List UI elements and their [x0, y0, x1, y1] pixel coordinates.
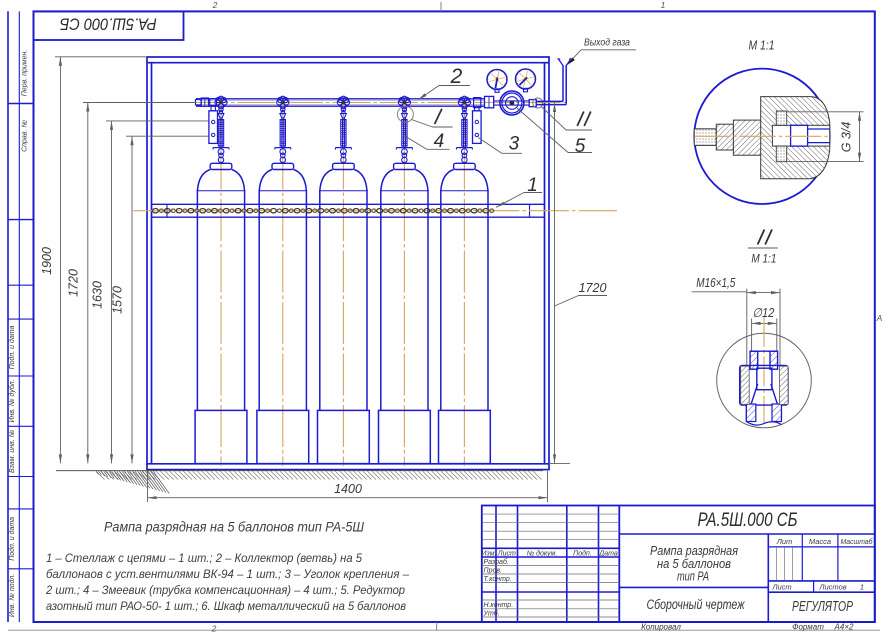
- svg-text:∅12: ∅12: [752, 306, 774, 320]
- svg-text:1630: 1630: [91, 281, 105, 309]
- svg-text:1 – Стеллаж с цепями – 1 шт.;: 1 – Стеллаж с цепями – 1 шт.; 2 – Коллек…: [46, 551, 362, 565]
- svg-text:1720: 1720: [67, 269, 81, 297]
- svg-text:№ докум.: № докум.: [527, 549, 558, 557]
- svg-text:5: 5: [575, 136, 586, 157]
- svg-text:РА.5Ш.000 СБ: РА.5Ш.000 СБ: [60, 15, 157, 34]
- svg-text:Масса: Масса: [809, 537, 831, 546]
- svg-text:1720: 1720: [579, 281, 607, 295]
- svg-text:М16×1,5: М16×1,5: [696, 276, 735, 290]
- svg-text:Листов: Листов: [818, 582, 846, 591]
- svg-text:Справ. №: Справ. №: [22, 120, 29, 152]
- svg-text:РА.5Ш.000 СБ: РА.5Ш.000 СБ: [698, 510, 798, 531]
- svg-text:Утб.: Утб.: [483, 609, 500, 617]
- svg-text:Инв. № подл.: Инв. № подл.: [8, 574, 16, 617]
- svg-text:на 5 баллонов: на 5 баллонов: [657, 556, 731, 571]
- svg-text:Изм.: Изм.: [482, 550, 497, 557]
- svg-text:Дата: Дата: [598, 550, 618, 557]
- svg-text:2 шт.; 4 – Змеевик (трубка ком: 2 шт.; 4 – Змеевик (трубка компенсационн…: [45, 583, 405, 597]
- svg-text:Взам. инв. №: Взам. инв. №: [9, 429, 16, 473]
- svg-text:1900: 1900: [40, 247, 54, 275]
- svg-text:баллонаов с уст.вентилями ВК-9: баллонаов с уст.вентилями ВК-94 – 1 шт.;…: [46, 567, 409, 581]
- svg-text:1: 1: [860, 582, 864, 591]
- svg-text:А4×2: А4×2: [834, 623, 854, 632]
- svg-text:Формат: Формат: [792, 623, 824, 632]
- svg-text:Инв. № дубл.: Инв. № дубл.: [8, 379, 16, 422]
- svg-text:4: 4: [434, 131, 445, 152]
- svg-text:Подп. и дата: Подп. и дата: [8, 517, 16, 561]
- svg-text:2: 2: [450, 65, 463, 88]
- svg-text:Рампа разрядная на 5 баллонов: Рампа разрядная на 5 баллонов тип РА-5Ш: [104, 520, 365, 535]
- svg-text:Н.контр.: Н.контр.: [484, 602, 514, 609]
- svg-text:Подп.: Подп.: [573, 549, 592, 557]
- svg-text:1: 1: [661, 0, 666, 10]
- svg-text:Лит: Лит: [776, 537, 793, 546]
- svg-text:А: А: [876, 313, 883, 323]
- svg-text:Т.контр.: Т.контр.: [484, 576, 512, 583]
- svg-text:Масштаб: Масштаб: [841, 537, 874, 546]
- svg-text:2: 2: [212, 0, 218, 10]
- svg-text:Лист: Лист: [771, 582, 791, 591]
- svg-text:Лист: Лист: [497, 550, 516, 557]
- svg-text:3: 3: [509, 134, 520, 155]
- svg-text:Подп. и дата: Подп. и дата: [8, 325, 16, 369]
- svg-text:G 3/4: G 3/4: [840, 122, 854, 153]
- svg-text:1570: 1570: [111, 286, 125, 314]
- svg-text:Пров.: Пров.: [484, 567, 503, 574]
- svg-text:М 1:1: М 1:1: [751, 252, 776, 266]
- svg-text:Сборочный чертеж: Сборочный чертеж: [647, 597, 746, 612]
- svg-text:Перв. примен.: Перв. примен.: [22, 50, 29, 97]
- svg-text:Копировал: Копировал: [641, 623, 681, 632]
- svg-text:Выход газа: Выход газа: [584, 37, 630, 49]
- svg-text:Рампа разрядная: Рампа разрядная: [650, 543, 738, 558]
- svg-text:азотный тип РАО-50- 1 шт.; 6.: азотный тип РАО-50- 1 шт.; 6. Шкаф метал…: [46, 599, 406, 613]
- svg-text:РЕГУЛЯТОР: РЕГУЛЯТОР: [792, 598, 853, 615]
- svg-text:Разраб.: Разраб.: [484, 558, 509, 566]
- svg-text:тип РА: тип РА: [677, 569, 709, 584]
- svg-text:М 1:1: М 1:1: [749, 39, 775, 53]
- svg-text:2: 2: [211, 624, 217, 634]
- svg-text:1: 1: [527, 175, 538, 196]
- svg-text:1400: 1400: [334, 482, 362, 496]
